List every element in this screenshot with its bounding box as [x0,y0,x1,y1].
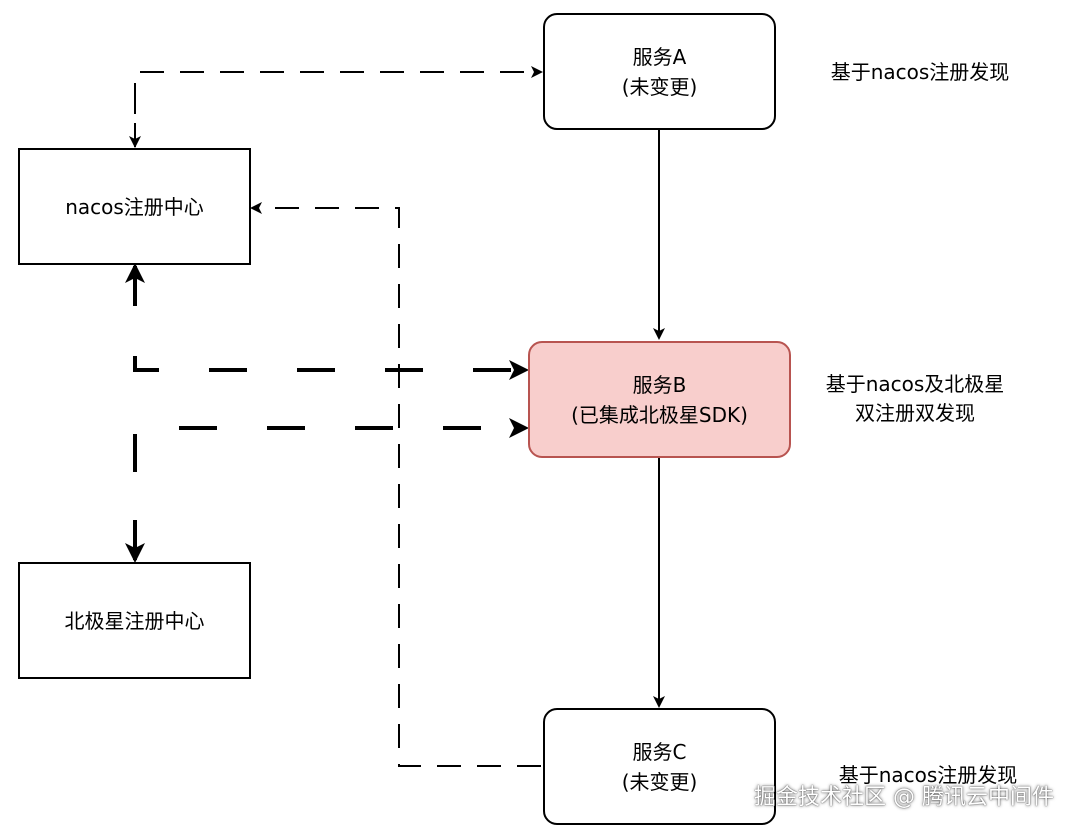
service-b-note: 基于nacos及北极星 双注册双发现 [805,370,1025,428]
service-b-title: 服务B [632,372,687,397]
polaris-registry-node: 北极星注册中心 [18,562,251,679]
edge-nacos-b-thick [133,268,529,380]
polaris-registry-label: 北极星注册中心 [64,608,205,633]
service-b-node: 服务B (已集成北极星SDK) [528,341,791,458]
edge-nacos-a-dashed [134,66,543,147]
service-b-subtitle: (已集成北极星SDK) [571,402,748,427]
service-b-note-line2: 双注册双发现 [855,401,975,425]
service-b-note-line1: 基于nacos及北极星 [825,372,1005,396]
service-a-note-text: 基于nacos注册发现 [830,60,1010,84]
service-a-subtitle: (未变更) [621,74,698,99]
service-a-node: 服务A (未变更) [543,13,776,130]
edge-c-to-nacos-dashed [250,202,541,767]
service-c-title: 服务C [632,739,687,764]
watermark: 掘金技术社区 @ 腾讯云中间件 [754,785,1054,810]
service-c-node: 服务C (未变更) [543,708,776,825]
service-c-note-text: 基于nacos注册发现 [838,763,1018,787]
service-c-note: 基于nacos注册发现 [823,761,1033,790]
service-a-note: 基于nacos注册发现 [815,58,1025,87]
nacos-registry-label: nacos注册中心 [65,194,204,219]
nacos-registry-node: nacos注册中心 [18,148,251,265]
service-a-title: 服务A [632,44,687,69]
edge-polaris-b-thick [133,418,529,560]
service-c-subtitle: (未变更) [621,769,698,794]
